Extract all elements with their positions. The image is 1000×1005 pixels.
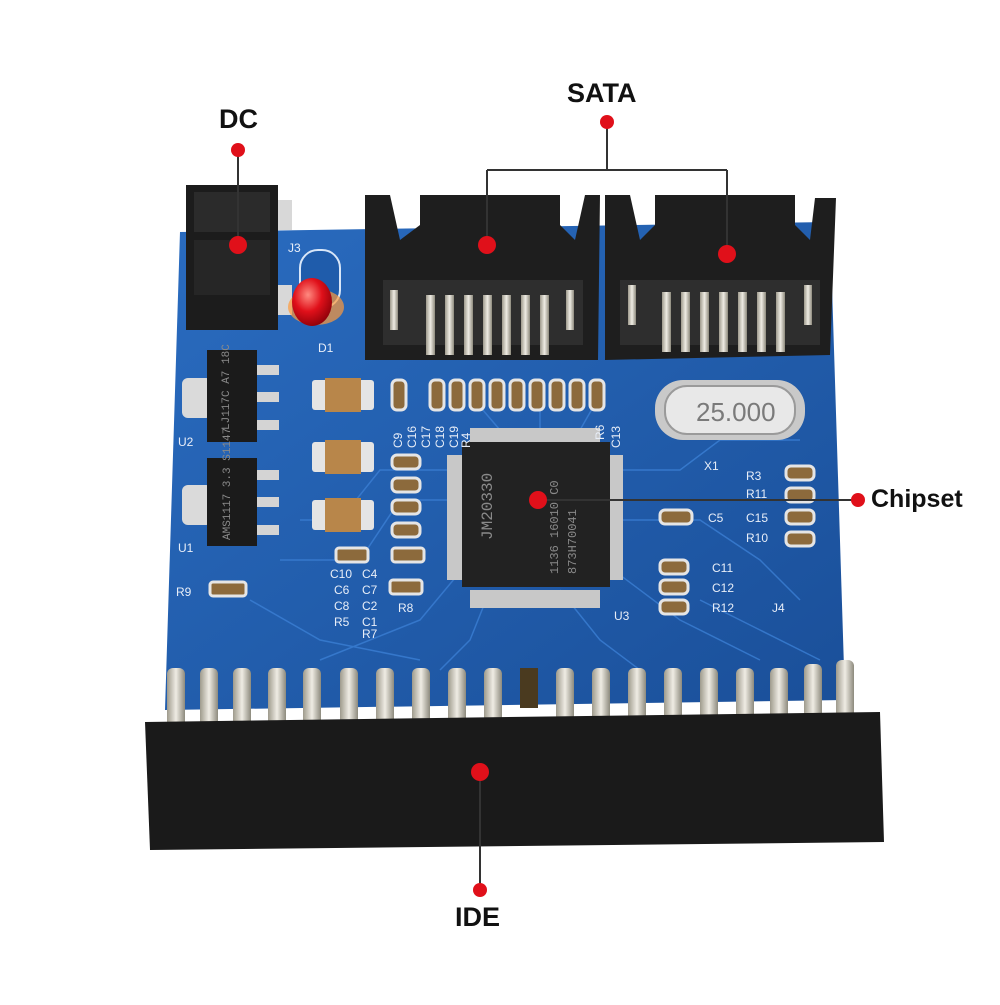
sata-label-dot [600, 115, 614, 129]
regulator-u1 [182, 458, 279, 546]
chipset-label-dot [851, 493, 865, 507]
sata-connector-2 [605, 195, 836, 360]
silk-x1: X1 [704, 459, 719, 473]
silk-c15: C15 [746, 511, 768, 525]
chip-marking-3: 873H70041 [566, 509, 580, 574]
silk-u2: U2 [178, 435, 194, 449]
silk-c16: C16 [405, 426, 419, 448]
silk-c1: C1 [362, 615, 378, 629]
silk-r5: R5 [334, 615, 350, 629]
silk-u1: U1 [178, 541, 194, 555]
silk-r6: R6 [593, 424, 607, 440]
silk-r4: R4 [459, 432, 473, 448]
smd-passives [208, 378, 816, 616]
chip-marking-2: 1136 16010 C0 [548, 480, 562, 574]
dc-target-dot [229, 236, 247, 254]
silk-c9: C9 [391, 432, 405, 448]
dc-label-dot [231, 143, 245, 157]
silk-r12: R12 [712, 601, 734, 615]
silk-r7: R7 [362, 627, 378, 641]
silk-c17: C17 [419, 426, 433, 448]
chipset-target-dot [529, 491, 547, 509]
silk-c4: C4 [362, 567, 378, 581]
sata-target-dot-2 [718, 245, 736, 263]
silk-c19: C19 [447, 426, 461, 448]
silk-c6: C6 [334, 583, 350, 597]
chipset-label: Chipset [871, 485, 963, 513]
silk-c2: C2 [362, 599, 378, 613]
silk-r8: R8 [398, 601, 414, 615]
ide-label-dot [473, 883, 487, 897]
ide-connector [145, 712, 884, 850]
sata-connector-1 [365, 195, 600, 360]
silk-c13: C13 [609, 426, 623, 448]
silk-c18: C18 [433, 426, 447, 448]
dc-label: DC [219, 104, 258, 134]
silk-u3: U3 [614, 609, 630, 623]
reg-u2-marking: LJ117C A7 18C [221, 344, 233, 430]
chip-pins [447, 428, 623, 608]
ide-key-pad [520, 668, 538, 708]
silk-c8: C8 [334, 599, 350, 613]
component-markings: JM20330 1136 16010 C0 873H70041 25.000 L… [221, 344, 776, 574]
led-d1 [288, 249, 344, 326]
callout-dots [229, 115, 865, 897]
silk-c11: C11 [712, 561, 733, 575]
silk-r9: R9 [176, 585, 192, 599]
reg-u1-marking: AMS1117 3.3 S1147 [222, 428, 234, 540]
ide-label: IDE [455, 902, 501, 932]
silk-j4: J4 [772, 601, 785, 615]
crystal-x1 [655, 380, 805, 440]
callout-lines [237, 122, 858, 890]
ide-pins [167, 660, 854, 728]
silk-j3: J3 [288, 241, 301, 255]
silk-c7: C7 [362, 583, 378, 597]
silk-r11: R11 [746, 487, 767, 501]
tantalum-capacitors [312, 378, 374, 532]
silk-r3: R3 [746, 469, 762, 483]
silk-c12: C12 [712, 581, 734, 595]
sata-target-dot-1 [478, 236, 496, 254]
chipset-u3 [462, 442, 610, 587]
silk-c5: C5 [708, 511, 724, 525]
silk-d1: D1 [318, 341, 334, 355]
silk-c10: C10 [330, 567, 352, 581]
chip-marking-1: JM20330 [479, 473, 497, 540]
silk-r10: R10 [746, 531, 768, 545]
ide-target-dot [471, 763, 489, 781]
silkscreen-labels: J3 D1 U2 U1 R9 C10 C4 C6 C7 C8 C2 R5 C1 … [176, 241, 785, 641]
regulator-u2 [182, 350, 279, 442]
crystal-marking: 25.000 [696, 397, 776, 427]
sata-label: SATA [567, 78, 637, 108]
